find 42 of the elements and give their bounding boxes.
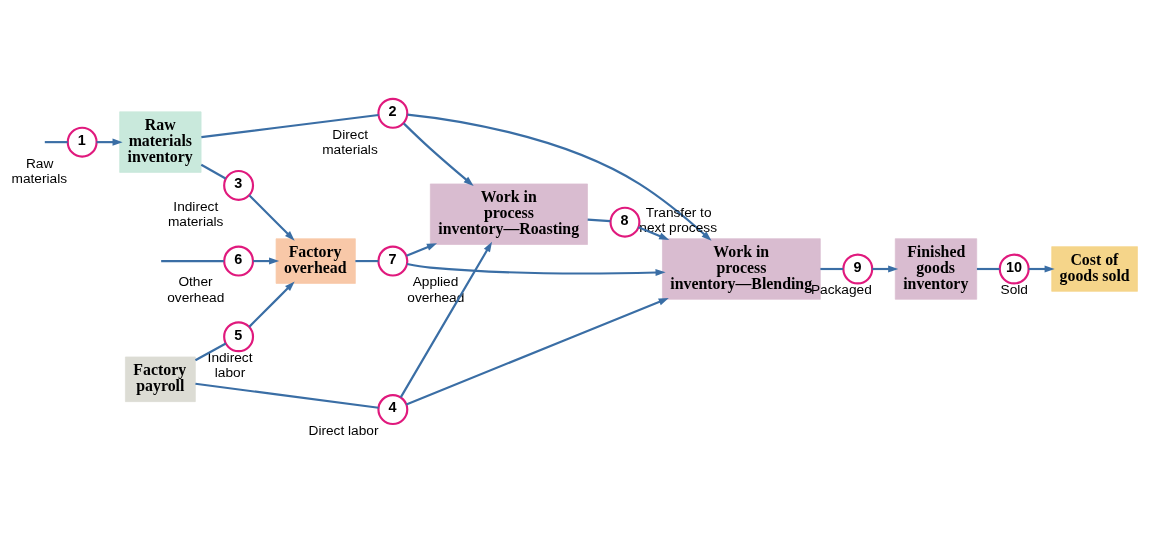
node-label: Indirect labor bbox=[207, 349, 253, 380]
node-circle: 5 bbox=[223, 320, 255, 352]
node-box: Work in process inventory—Roasting bbox=[429, 183, 588, 245]
connector bbox=[820, 267, 844, 270]
node-circle: 7 bbox=[377, 245, 409, 277]
arrow bbox=[406, 262, 666, 276]
node-label: Indirect materials bbox=[167, 198, 224, 229]
node-circle: 10 bbox=[998, 253, 1030, 284]
node-label: Direct materials bbox=[322, 126, 378, 157]
arrow bbox=[399, 241, 493, 398]
node-circle: 6 bbox=[223, 245, 255, 277]
arrow bbox=[248, 280, 295, 328]
node-box: Factory payroll bbox=[125, 356, 196, 402]
node-circle: 8 bbox=[609, 206, 641, 238]
node-box: Cost of goods sold bbox=[1051, 245, 1138, 292]
connector bbox=[161, 259, 224, 262]
node-circle: 2 bbox=[377, 97, 409, 129]
arrow bbox=[405, 297, 669, 405]
arrow bbox=[407, 112, 712, 241]
node-box: Factory overhead bbox=[275, 237, 356, 284]
node-label: Direct labor bbox=[308, 422, 379, 438]
node-box: Finished goods inventory bbox=[894, 237, 978, 300]
connector bbox=[44, 140, 68, 143]
connector bbox=[355, 259, 379, 262]
node-circle: 3 bbox=[223, 169, 255, 201]
node-circle: 4 bbox=[377, 393, 409, 425]
connector bbox=[195, 382, 379, 409]
node-label: Other overhead bbox=[167, 273, 225, 305]
arrow bbox=[638, 225, 670, 240]
node-label: Raw materials bbox=[11, 155, 68, 186]
node-box: Raw materials inventory bbox=[119, 111, 202, 173]
node-circle: 9 bbox=[842, 253, 874, 284]
arrow bbox=[406, 242, 438, 257]
connector bbox=[976, 267, 1000, 270]
arrow bbox=[402, 122, 474, 186]
connector bbox=[200, 163, 227, 179]
connector bbox=[201, 113, 379, 138]
node-circle: 1 bbox=[66, 126, 98, 158]
node-label: Sold bbox=[1000, 281, 1028, 297]
connector bbox=[194, 342, 227, 361]
arrow bbox=[248, 194, 295, 241]
connector bbox=[587, 218, 611, 222]
